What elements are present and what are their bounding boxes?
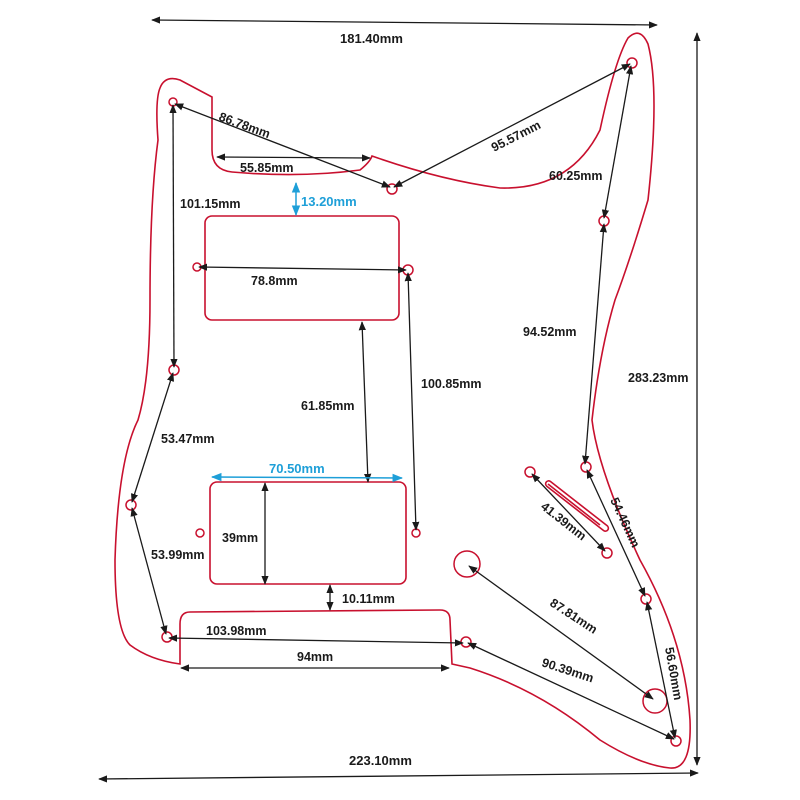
dim-line-70-50 (210, 472, 404, 483)
screw-hole (524, 466, 536, 478)
label-103-98: 103.98mm (206, 624, 266, 638)
jack-hole (453, 550, 481, 578)
screw-hole (195, 528, 205, 538)
dim-line-55-85 (216, 153, 371, 162)
label-61-85: 61.85mm (301, 399, 355, 413)
label-54-46: 54.46mm (607, 495, 642, 549)
dim-line-78-8 (198, 263, 407, 274)
dim-line-53-47 (131, 372, 174, 503)
dim-line-95-57 (393, 63, 631, 188)
label-87-81: 87.81mm (547, 596, 600, 637)
label-55-85: 55.85mm (240, 161, 294, 175)
screw-hole (411, 528, 421, 538)
screw-hole (626, 57, 638, 69)
dim-line-60-25 (601, 65, 634, 219)
dim-line-87-81 (468, 565, 654, 700)
dim-line-56-60 (645, 601, 677, 739)
screw-hole (386, 183, 398, 195)
screw-hole (161, 631, 173, 643)
label-100-85: 100.85mm (421, 377, 481, 391)
label-height: 283.23mm (628, 371, 688, 385)
dim-line-86-78 (174, 103, 391, 188)
dim-line-90-39 (467, 642, 675, 740)
label-top-width: 181.40mm (340, 31, 403, 46)
label-bottom-width: 223.10mm (349, 753, 412, 768)
pickguard-outline (114, 32, 691, 769)
dim-line-100-85 (404, 272, 420, 531)
dim-line-bottom-width (98, 769, 699, 783)
label-94-52: 94.52mm (523, 325, 577, 339)
screw-hole (580, 461, 592, 473)
label-10-11: 10.11mm (342, 592, 395, 606)
dim-line-101-15 (169, 104, 178, 368)
label-78-8: 78.8mm (251, 274, 298, 288)
dim-line-61-85 (358, 321, 372, 483)
screw-hole (670, 735, 682, 747)
dim-line-top-width (151, 16, 658, 29)
screw-hole (640, 593, 652, 605)
dim-line-53-99 (130, 507, 168, 635)
label-70-50: 70.50mm (269, 461, 325, 476)
label-13-20: 13.20mm (301, 194, 357, 209)
label-94: 94mm (297, 650, 333, 664)
screw-hole (125, 499, 137, 511)
screw-hole (460, 636, 472, 648)
label-53-99: 53.99mm (151, 548, 205, 562)
label-60-25: 60.25mm (549, 169, 603, 183)
pot-hole (642, 688, 668, 714)
label-86-78: 86.78mm (217, 110, 272, 141)
label-101-15: 101.15mm (180, 197, 240, 211)
dim-line-103-98 (168, 634, 464, 647)
label-53-47: 53.47mm (161, 432, 215, 446)
dim-line-94-52 (582, 223, 607, 465)
label-39: 39mm (222, 531, 258, 545)
